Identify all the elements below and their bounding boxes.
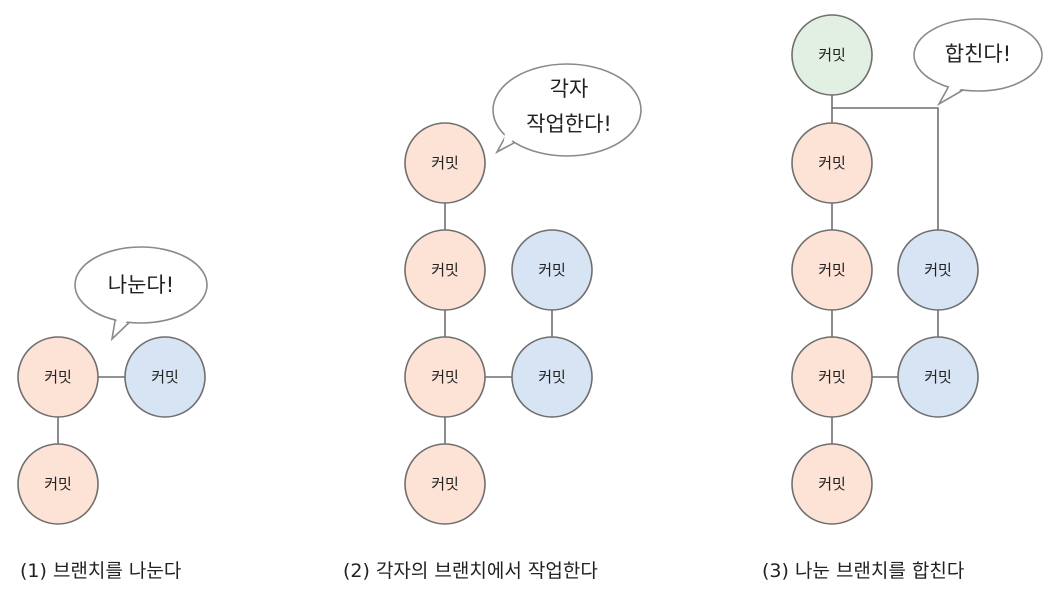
commit-label: 커밋	[818, 475, 846, 493]
speech-bubble: 합친다!	[913, 18, 1043, 107]
speech-bubble: 각자 작업한다!	[492, 63, 642, 157]
caption-panel-1: (1) 브랜치를 나눈다	[20, 560, 181, 582]
commit-label: 커밋	[151, 368, 179, 386]
speech-bubble: 나눈다!	[74, 246, 208, 342]
commit-label: 커밋	[924, 261, 952, 279]
commit-label: 커밋	[818, 46, 846, 64]
commit-label: 커밋	[538, 261, 566, 279]
commit-label: 커밋	[538, 368, 566, 386]
commit-node: 커밋	[404, 229, 486, 311]
commit-node: 커밋	[511, 229, 593, 311]
commit-label: 커밋	[44, 368, 72, 386]
bubble-text-line-1: 각자	[550, 77, 589, 101]
commit-node: 커밋	[404, 122, 486, 204]
commit-label: 커밋	[818, 368, 846, 386]
commit-node: 커밋	[791, 14, 873, 96]
bubble-text-line-2: 작업한다!	[526, 112, 612, 136]
commit-label: 커밋	[818, 154, 846, 172]
panel-3: 커밋 커밋 커밋 커밋 커밋 커밋 커밋 합친다	[791, 14, 1043, 525]
bubble-text: 합친다!	[945, 42, 1011, 66]
commit-node: 커밋	[791, 229, 873, 311]
commit-node: 커밋	[124, 336, 206, 418]
commit-label: 커밋	[431, 261, 459, 279]
commit-node: 커밋	[791, 443, 873, 525]
commit-node: 커밋	[791, 336, 873, 418]
commit-label: 커밋	[431, 475, 459, 493]
commit-node: 커밋	[791, 122, 873, 204]
commit-node: 커밋	[897, 336, 979, 418]
commit-label: 커밋	[818, 261, 846, 279]
commit-node: 커밋	[511, 336, 593, 418]
commit-node: 커밋	[404, 336, 486, 418]
caption-panel-2: (2) 각자의 브랜치에서 작업한다	[343, 560, 598, 582]
commit-node: 커밋	[17, 336, 99, 418]
bubble-text: 나눈다!	[108, 273, 174, 297]
commit-label: 커밋	[431, 368, 459, 386]
commit-node: 커밋	[897, 229, 979, 311]
commit-label: 커밋	[431, 154, 459, 172]
commit-node: 커밋	[404, 443, 486, 525]
panel-2: 커밋 커밋 커밋 커밋 커밋 커밋 각자 작업한다!	[404, 63, 642, 525]
commit-node: 커밋	[17, 443, 99, 525]
commit-label: 커밋	[924, 368, 952, 386]
commit-label: 커밋	[44, 475, 72, 493]
caption-panel-3: (3) 나눈 브랜치를 합친다	[762, 560, 964, 582]
panel-1: 커밋 커밋 커밋 나눈다!	[17, 246, 208, 525]
